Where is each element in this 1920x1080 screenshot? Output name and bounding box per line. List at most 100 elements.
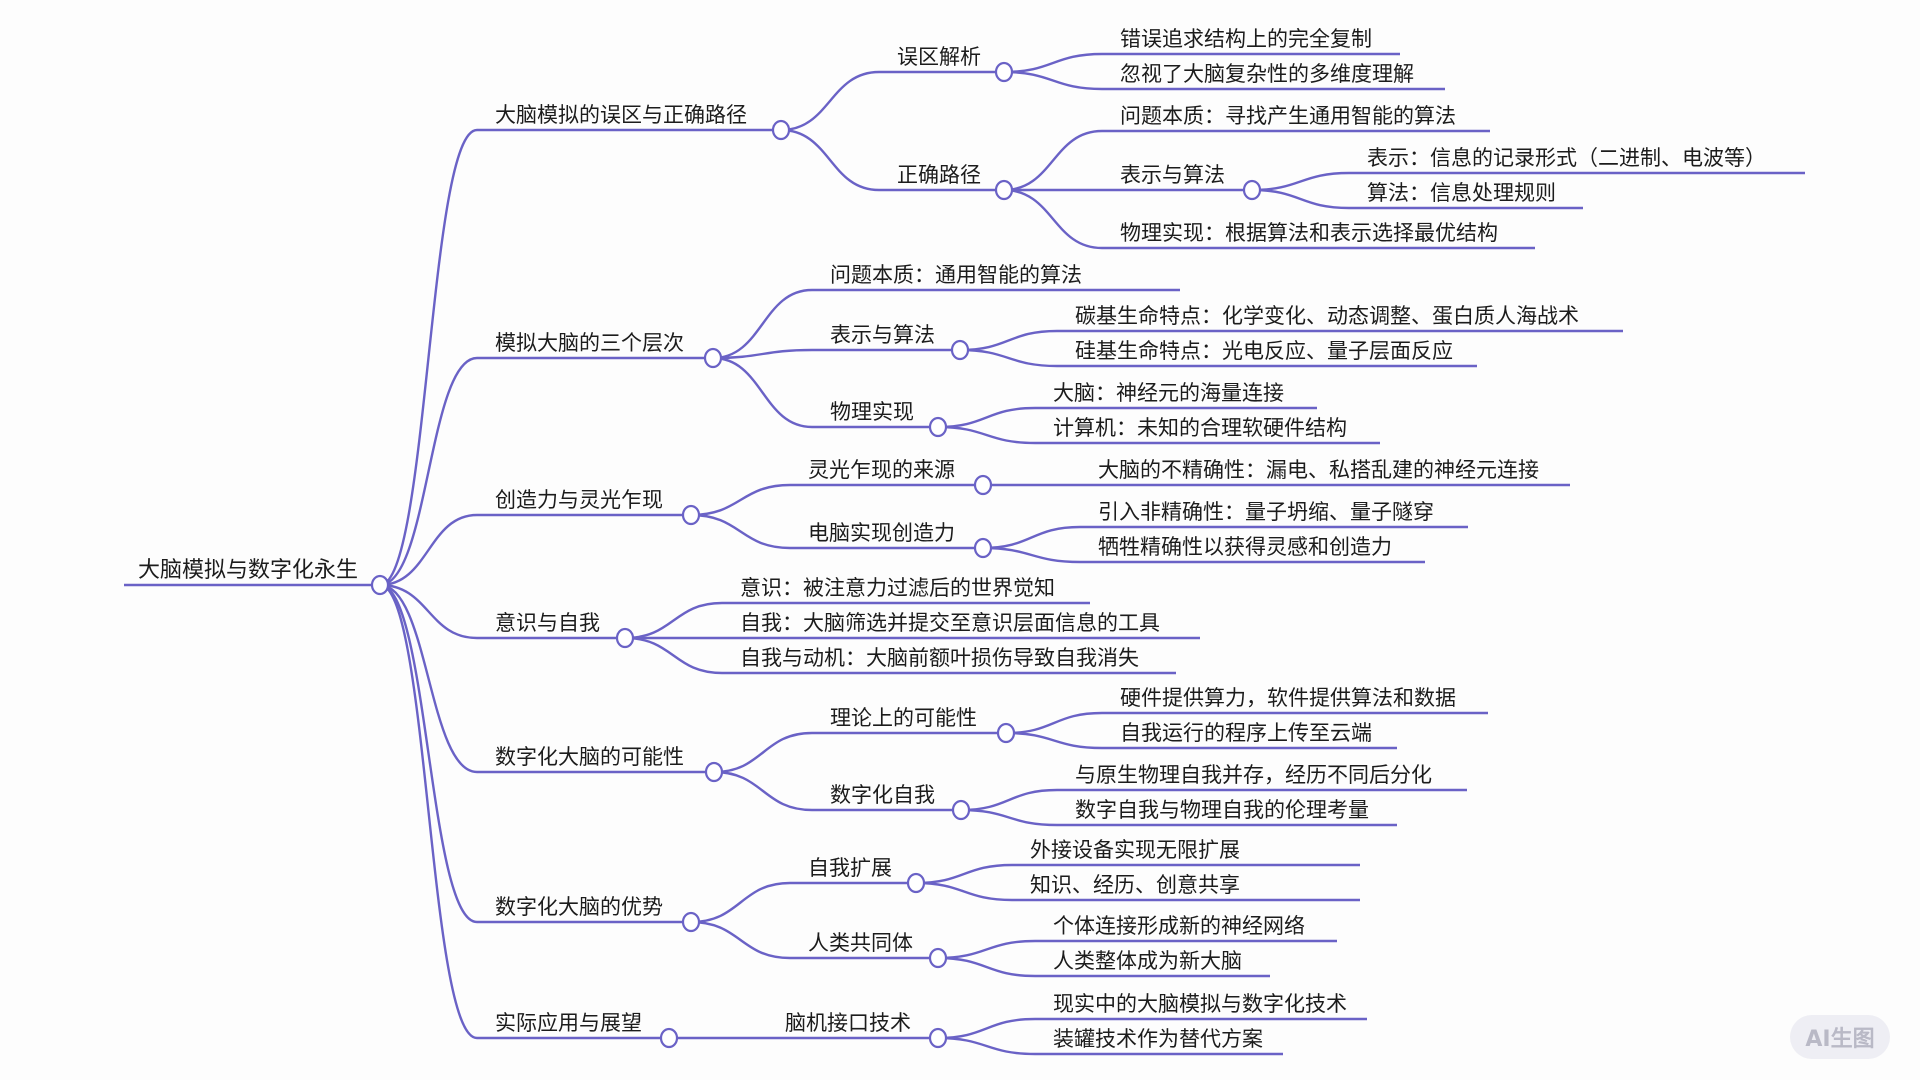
collapse-toggle-dot[interactable]: [681, 911, 701, 933]
edge-to-1-2-0: [937, 406, 1036, 429]
leaf-topic[interactable]: 现实中的大脑模拟与数字化技术: [1053, 992, 1347, 1016]
edge-to-1-2-1: [937, 425, 1036, 445]
edge-to-5-1: [690, 920, 791, 960]
edge-to-0-1-1-0: [1251, 171, 1350, 192]
main-topic[interactable]: 创造力与灵光乍现: [495, 488, 663, 512]
edge-to-1-1-1: [959, 348, 1058, 368]
edge-to-4-1: [713, 770, 813, 812]
leaf-topic[interactable]: 自我：大脑筛选并提交至意识层面信息的工具: [740, 611, 1160, 635]
leaf-topic[interactable]: 自我运行的程序上传至云端: [1120, 721, 1372, 745]
leaf-topic[interactable]: 大脑的不精确性：漏电、私搭乱建的神经元连接: [1098, 458, 1539, 482]
collapse-toggle-dot[interactable]: [906, 872, 926, 894]
leaf-topic[interactable]: 数字自我与物理自我的伦理考量: [1075, 798, 1369, 822]
subtopic[interactable]: 表示与算法: [830, 323, 935, 347]
mindmap-nodes: 大脑模拟与数字化永生 大脑模拟的误区与正确路径 误区解析 错误追求结构上的完全复制忽视…: [138, 27, 1766, 1051]
leaf-topic[interactable]: 碳基生命特点：化学变化、动态调整、蛋白质人海战术: [1075, 304, 1579, 328]
leaf-topic[interactable]: 问题本质：通用智能的算法: [830, 263, 1082, 287]
leaf-topic[interactable]: 个体连接形成新的神经网络: [1053, 914, 1305, 938]
leaf-topic[interactable]: 与原生物理自我并存，经历不同后分化: [1075, 763, 1432, 787]
edge-to-0-0-0: [1003, 52, 1103, 74]
main-topic[interactable]: 数字化大脑的可能性: [495, 745, 684, 769]
subtopic[interactable]: 正确路径: [897, 163, 981, 187]
subtopic[interactable]: 误区解析: [897, 45, 981, 69]
collapse-toggle-dot[interactable]: [994, 61, 1014, 83]
edge-to-4-1-0: [960, 788, 1058, 812]
main-topic[interactable]: 数字化大脑的优势: [495, 895, 663, 919]
ai-generate-badge[interactable]: AI生图: [1790, 1015, 1890, 1059]
edge-to-6-0-0: [937, 1017, 1036, 1040]
leaf-topic[interactable]: 外接设备实现无限扩展: [1030, 838, 1240, 862]
edge-to-0: [379, 128, 478, 587]
edge-to-6: [379, 583, 478, 1040]
edge-to-2-1-0: [982, 525, 1081, 550]
subtopic[interactable]: 脑机接口技术: [785, 1011, 911, 1035]
subtopic[interactable]: 理论上的可能性: [830, 706, 977, 730]
leaf-topic[interactable]: 问题本质：寻找产生通用智能的算法: [1120, 104, 1456, 128]
leaf-topic[interactable]: 计算机：未知的合理软硬件结构: [1053, 416, 1347, 440]
main-topic[interactable]: 实际应用与展望: [495, 1011, 642, 1035]
leaf-topic[interactable]: 算法：信息处理规则: [1367, 181, 1556, 205]
edge-to-4-1-1: [960, 808, 1058, 827]
leaf-topic[interactable]: 硬件提供算力，软件提供算法和数据: [1120, 686, 1456, 710]
edge-to-0-1-0: [1003, 129, 1103, 192]
subtopic[interactable]: 电脑实现创造力: [808, 521, 955, 545]
edge-to-5-0-0: [915, 863, 1013, 885]
collapse-toggle-dot[interactable]: [704, 761, 724, 783]
leaf-topic[interactable]: 自我与动机：大脑前额叶损伤导致自我消失: [740, 646, 1139, 670]
main-topic[interactable]: 意识与自我: [495, 611, 600, 635]
collapse-toggle-dot[interactable]: [659, 1027, 679, 1049]
subtopic[interactable]: 自我扩展: [808, 856, 892, 880]
subtopic[interactable]: 人类共同体: [808, 931, 913, 955]
collapse-toggle-dot[interactable]: [928, 416, 948, 438]
leaf-topic[interactable]: 大脑：神经元的海量连接: [1053, 381, 1284, 405]
collapse-toggle-dot[interactable]: [950, 339, 970, 361]
collapse-toggle-dot[interactable]: [1242, 179, 1262, 201]
edge-to-4: [379, 583, 478, 774]
main-topic[interactable]: 模拟大脑的三个层次: [495, 331, 684, 355]
leaf-topic[interactable]: 物理实现：根据算法和表示选择最优结构: [1120, 221, 1498, 245]
edge-to-1-1-0: [959, 329, 1058, 352]
collapse-toggle-dot[interactable]: [994, 179, 1014, 201]
collapse-toggle-dot[interactable]: [681, 504, 701, 526]
edge-to-1: [379, 356, 478, 587]
collapse-toggle-dot[interactable]: [951, 799, 971, 821]
leaf-topic[interactable]: 牺牲精确性以获得灵感和创造力: [1098, 535, 1392, 559]
edge-to-2-1: [690, 513, 791, 550]
main-topic[interactable]: 大脑模拟的误区与正确路径: [495, 103, 747, 127]
edge-to-6-0-1: [937, 1036, 1036, 1056]
edge-to-0-0: [780, 70, 880, 132]
leaf-topic[interactable]: 人类整体成为新大脑: [1053, 949, 1242, 973]
edge-to-5-1-0: [937, 939, 1036, 960]
leaf-topic[interactable]: 意识：被注意力过滤后的世界觉知: [740, 576, 1055, 600]
subtopic[interactable]: 灵光乍现的来源: [808, 458, 955, 482]
collapse-toggle-dot[interactable]: [973, 537, 993, 559]
edge-to-0-0-1: [1003, 70, 1103, 91]
collapse-toggle-dot[interactable]: [928, 947, 948, 969]
edge-to-5: [379, 583, 478, 924]
collapse-toggle-dot[interactable]: [771, 119, 791, 141]
edge-to-5-0: [690, 881, 791, 924]
leaf-topic[interactable]: 装罐技术作为替代方案: [1053, 1027, 1263, 1051]
leaf-topic[interactable]: 错误追求结构上的完全复制: [1120, 27, 1372, 51]
subtopic[interactable]: 数字化自我: [830, 783, 935, 807]
root-topic[interactable]: 大脑模拟与数字化永生: [138, 558, 358, 583]
mindmap-edges: [124, 52, 1805, 1056]
edge-to-1-1: [712, 348, 813, 360]
collapse-toggle-dot[interactable]: [703, 347, 723, 369]
subtopic[interactable]: 物理实现: [830, 400, 914, 424]
edge-to-4-0-1: [1005, 731, 1103, 750]
collapse-toggle-dot[interactable]: [928, 1027, 948, 1049]
leaf-topic[interactable]: 知识、经历、创意共享: [1030, 873, 1240, 897]
collapse-toggle-dot[interactable]: [615, 627, 635, 649]
leaf-topic[interactable]: 硅基生命特点：光电反应、量子层面反应: [1075, 339, 1453, 363]
subtopic[interactable]: 表示与算法: [1120, 163, 1225, 187]
collapse-toggle-dot[interactable]: [370, 574, 390, 596]
collapse-toggle-dot[interactable]: [973, 474, 993, 496]
edge-to-4-0-0: [1005, 711, 1103, 735]
edge-to-0-1-2: [1003, 188, 1103, 250]
leaf-topic[interactable]: 表示：信息的记录形式（二进制、电波等）: [1367, 146, 1766, 170]
leaf-topic[interactable]: 引入非精确性：量子坍缩、量子隧穿: [1098, 500, 1434, 524]
leaf-topic[interactable]: 忽视了大脑复杂性的多维度理解: [1120, 62, 1414, 86]
collapse-toggle-dot[interactable]: [996, 722, 1016, 744]
